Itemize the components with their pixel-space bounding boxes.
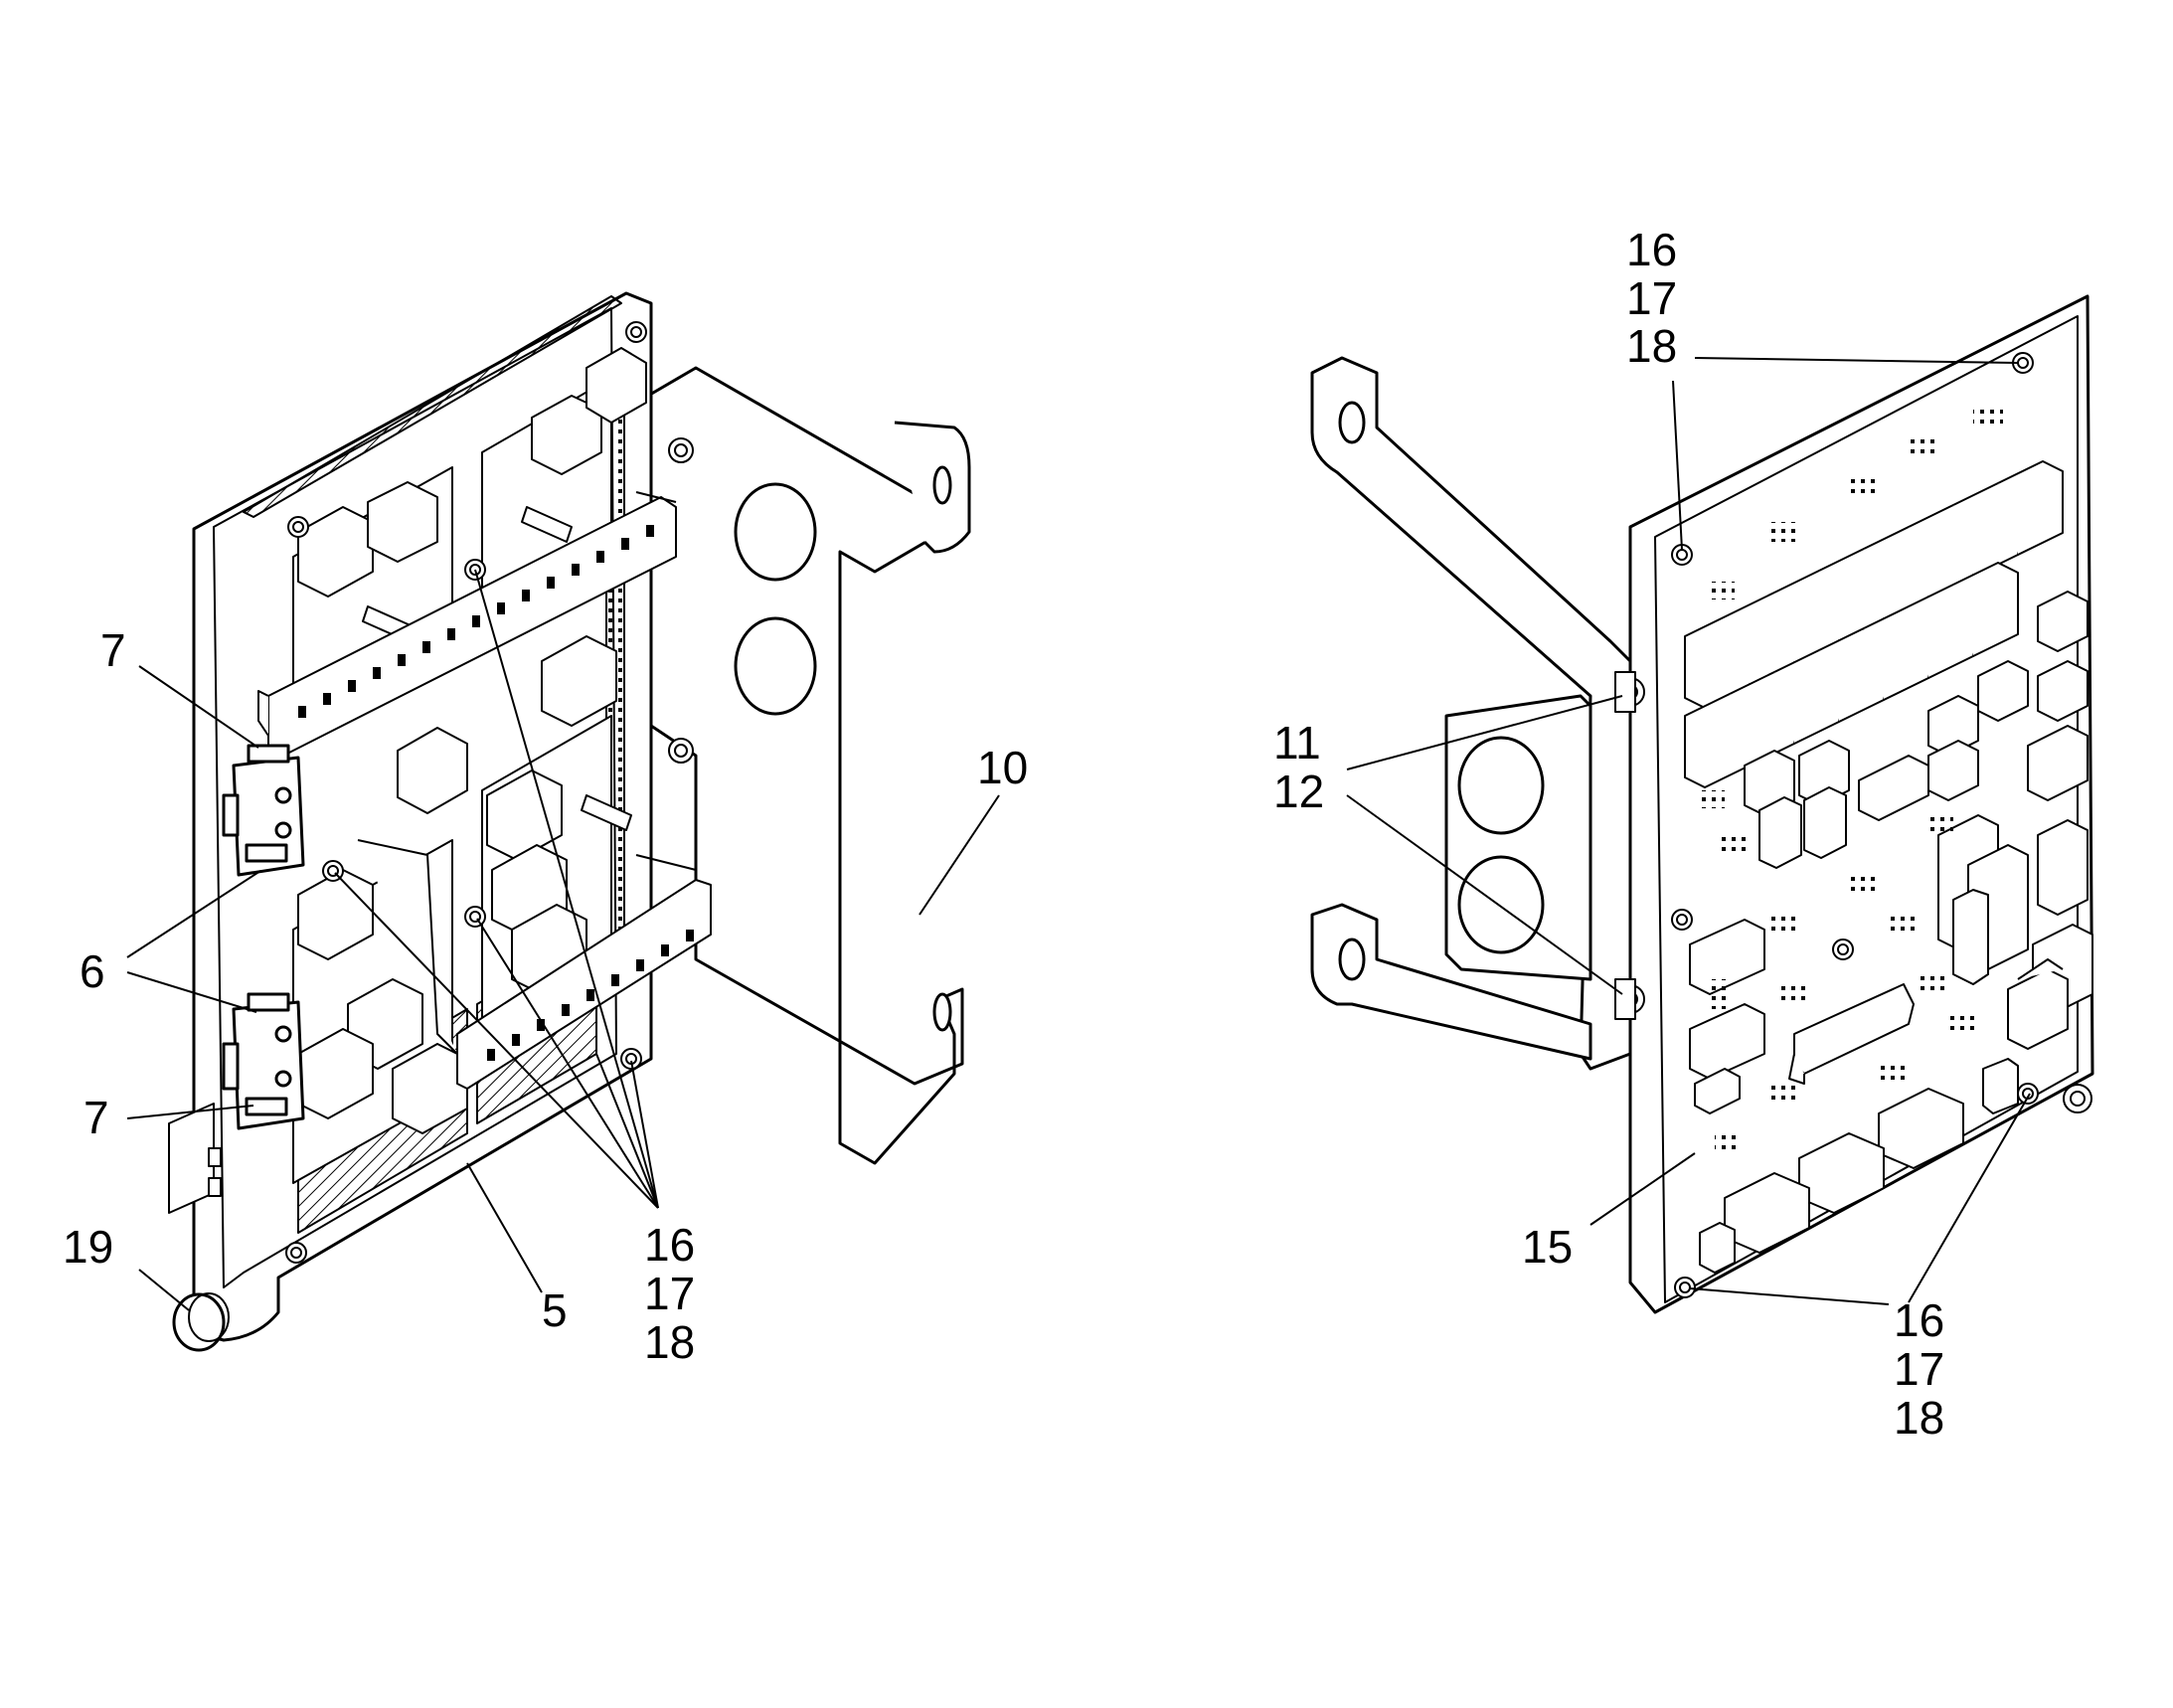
callout-18-right-top: 18 (1626, 320, 1677, 372)
left-assembly (168, 291, 971, 1352)
callout-15: 15 (1522, 1221, 1573, 1273)
callout-7-upper: 7 (100, 624, 126, 676)
callout-16-left: 16 (644, 1219, 695, 1271)
callout-17-right-top: 17 (1626, 272, 1677, 324)
callout-17-right-bottom: 17 (1894, 1343, 1944, 1395)
callout-10: 10 (977, 742, 1028, 793)
leader-lines (126, 357, 2031, 1311)
callout-17-left: 17 (644, 1268, 695, 1319)
callout-12: 12 (1273, 766, 1324, 817)
relay-array-right (1684, 460, 2093, 1274)
mounting-bracket-left (634, 366, 971, 1165)
hex-nuts-left (285, 321, 694, 1264)
callout-6: 6 (80, 945, 105, 997)
relay-blocks-left (297, 347, 647, 1134)
callout-19: 19 (63, 1221, 113, 1273)
callout-18-right-bottom: 18 (1894, 1392, 1944, 1444)
callout-16-right-bottom: 16 (1894, 1294, 1944, 1346)
hex-bolts-right (1614, 671, 2092, 1113)
callout-11: 11 (1273, 717, 1321, 769)
strap-slots (298, 525, 694, 1061)
right-assembly (1310, 294, 2094, 1314)
callout-5: 5 (542, 1284, 568, 1336)
hex-nuts-right (1671, 352, 2039, 1298)
callout-7-lower: 7 (84, 1092, 109, 1143)
hinge-lower (222, 992, 305, 1130)
component-pads-right (1700, 408, 2003, 1151)
hinge-upper (222, 744, 305, 877)
callout-labels: 7 6 7 19 5 16 17 18 10 16 17 18 11 12 15… (63, 224, 1944, 1444)
callout-16-right-top: 16 (1626, 224, 1677, 275)
mounting-bracket-right (1310, 356, 1632, 1071)
callout-18-left: 18 (644, 1316, 695, 1368)
side-stop (168, 1103, 222, 1214)
